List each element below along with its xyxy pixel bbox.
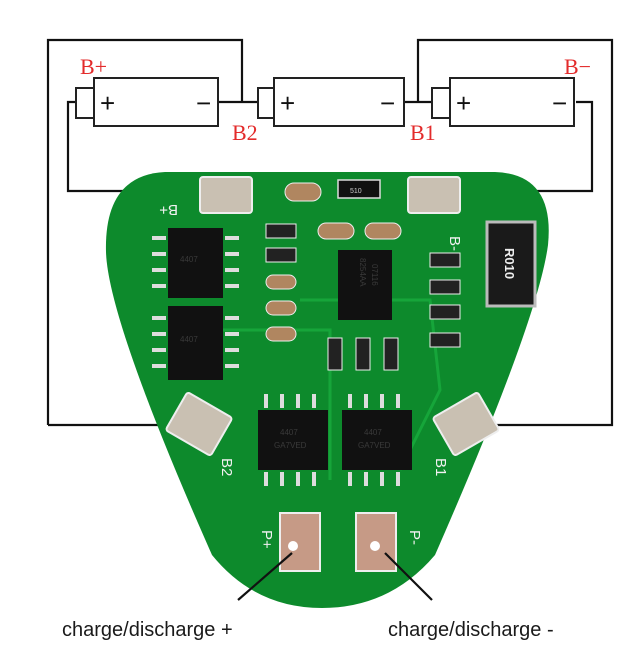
label-b2: B2 <box>232 120 258 145</box>
chip-mark: GA7VED <box>358 441 391 450</box>
chip-mark: 4407 <box>364 428 382 437</box>
chip-mark: 4407 <box>280 428 298 437</box>
plus-sign: + <box>100 88 115 118</box>
pad-b-minus <box>407 176 461 214</box>
mosfet-2: 4407 <box>168 306 223 380</box>
label-b-plus: B+ <box>80 54 107 79</box>
silk-p-plus: P+ <box>258 530 275 549</box>
shunt-resistor: R010 <box>485 220 537 308</box>
battery-3: + − <box>431 77 575 127</box>
pcb-board: B+ B- B2 B1 P+ P- 4407 4407 4407 GA7VED … <box>105 172 549 608</box>
minus-sign: − <box>196 88 211 118</box>
pad-b-plus <box>199 176 253 214</box>
protection-ic: 8254AA 07116 <box>338 250 392 320</box>
silk-b1: B1 <box>432 458 449 476</box>
pad-b2 <box>165 392 233 456</box>
plus-sign: + <box>456 88 471 118</box>
label-b1: B1 <box>410 120 436 145</box>
battery-2: + − <box>257 77 405 127</box>
wire-b1 <box>416 38 614 427</box>
label-b-minus: B− <box>564 54 591 79</box>
mosfet-3: 4407 GA7VED <box>258 410 328 470</box>
pad-p-plus <box>279 512 321 572</box>
silk-p-minus: P- <box>406 530 423 545</box>
leader-line-plus <box>237 552 293 601</box>
resistor-510: 510 <box>337 179 381 199</box>
leader-line-minus <box>384 552 433 601</box>
caption-charge-plus: charge/discharge + <box>62 619 233 641</box>
mosfet-4: 4407 GA7VED <box>342 410 412 470</box>
chip-mark: 510 <box>350 188 362 195</box>
caption-charge-minus: charge/discharge - <box>388 619 554 641</box>
plus-sign: + <box>280 88 295 118</box>
chip-mark: GA7VED <box>274 441 307 450</box>
chip-mark: 8254AA <box>358 258 367 287</box>
silk-b2: B2 <box>218 458 235 476</box>
chip-mark: 4407 <box>180 255 198 264</box>
minus-sign: − <box>552 88 567 118</box>
pad-b1 <box>432 392 500 456</box>
silk-b-plus: B+ <box>159 201 178 218</box>
mosfet-1: 4407 <box>168 228 223 298</box>
wire-b2 <box>46 38 244 425</box>
small-components <box>265 182 461 371</box>
minus-sign: − <box>380 88 395 118</box>
silk-b-minus: B- <box>446 236 463 251</box>
battery-1: + − <box>75 77 219 127</box>
chip-mark: 4407 <box>180 335 198 344</box>
wires <box>46 38 614 427</box>
chip-mark: 07116 <box>370 264 379 286</box>
chip-mark: R010 <box>502 248 517 279</box>
